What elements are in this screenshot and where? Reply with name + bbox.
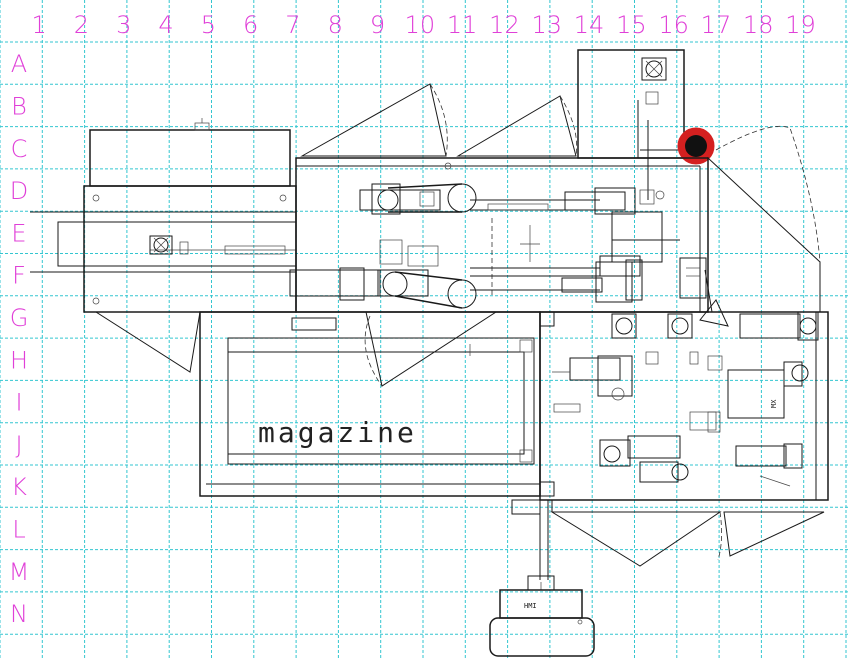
- row-label: L: [12, 515, 25, 543]
- top-left-guard: [89, 129, 291, 187]
- guard-door-bottom-left: [94, 311, 201, 373]
- row-label: E: [11, 219, 26, 247]
- row-label: H: [10, 346, 28, 374]
- hmi-console: [489, 617, 595, 657]
- row-label: D: [10, 177, 28, 205]
- magazine-frame: [199, 311, 541, 497]
- fan-icon: [641, 57, 667, 81]
- hmi-panel: [499, 589, 583, 619]
- column-label: 15: [616, 11, 647, 39]
- column-label: 4: [158, 11, 173, 39]
- column-label: 2: [74, 11, 89, 39]
- row-label: G: [10, 304, 29, 332]
- guard-door-bottom-mid: [550, 511, 722, 567]
- main-machine-frame: [295, 157, 709, 313]
- column-label: 14: [574, 11, 605, 39]
- machine-layout: magazine MX: [30, 49, 829, 657]
- column-label: 16: [658, 11, 689, 39]
- row-label: B: [11, 92, 27, 120]
- row-label: F: [12, 262, 26, 290]
- guard-door-top-mid: [456, 95, 577, 157]
- top-right-cabinet: [577, 49, 685, 159]
- column-label: 6: [243, 11, 258, 39]
- column-label: 18: [743, 11, 774, 39]
- guard-door-bottom-right: [723, 511, 825, 557]
- row-label: I: [15, 389, 22, 417]
- column-label: 17: [701, 11, 732, 39]
- lower-drive-motor: [289, 269, 381, 297]
- fan-icon: [149, 235, 173, 255]
- column-label: 9: [370, 11, 385, 39]
- motor-unit-top-right: [739, 313, 801, 339]
- red-position-marker: [677, 127, 715, 165]
- row-label: K: [11, 473, 27, 501]
- column-label: 5: [201, 11, 216, 39]
- hmi-label: HMI: [524, 602, 537, 610]
- right-lower-cabinet: [539, 311, 829, 501]
- guard-door-top-left: [300, 83, 447, 157]
- column-label: 8: [328, 11, 343, 39]
- mx-label: MX: [770, 399, 778, 408]
- column-label: 11: [447, 11, 478, 39]
- column-label: 19: [785, 11, 816, 39]
- row-label: M: [9, 558, 30, 586]
- row-label: A: [11, 50, 27, 78]
- column-label: 1: [32, 11, 47, 39]
- mx-unit: [727, 369, 785, 419]
- row-label: N: [10, 600, 28, 628]
- row-label: C: [11, 135, 28, 163]
- column-label: 13: [531, 11, 562, 39]
- column-label: 10: [405, 11, 436, 39]
- column-label: 7: [285, 11, 300, 39]
- column-label: 3: [116, 11, 131, 39]
- column-label: 12: [489, 11, 520, 39]
- infeed-conveyor-frame: [83, 185, 297, 313]
- magazine-label: magazine: [258, 416, 417, 449]
- guard-door-magazine: [365, 311, 498, 387]
- row-label: J: [15, 431, 22, 459]
